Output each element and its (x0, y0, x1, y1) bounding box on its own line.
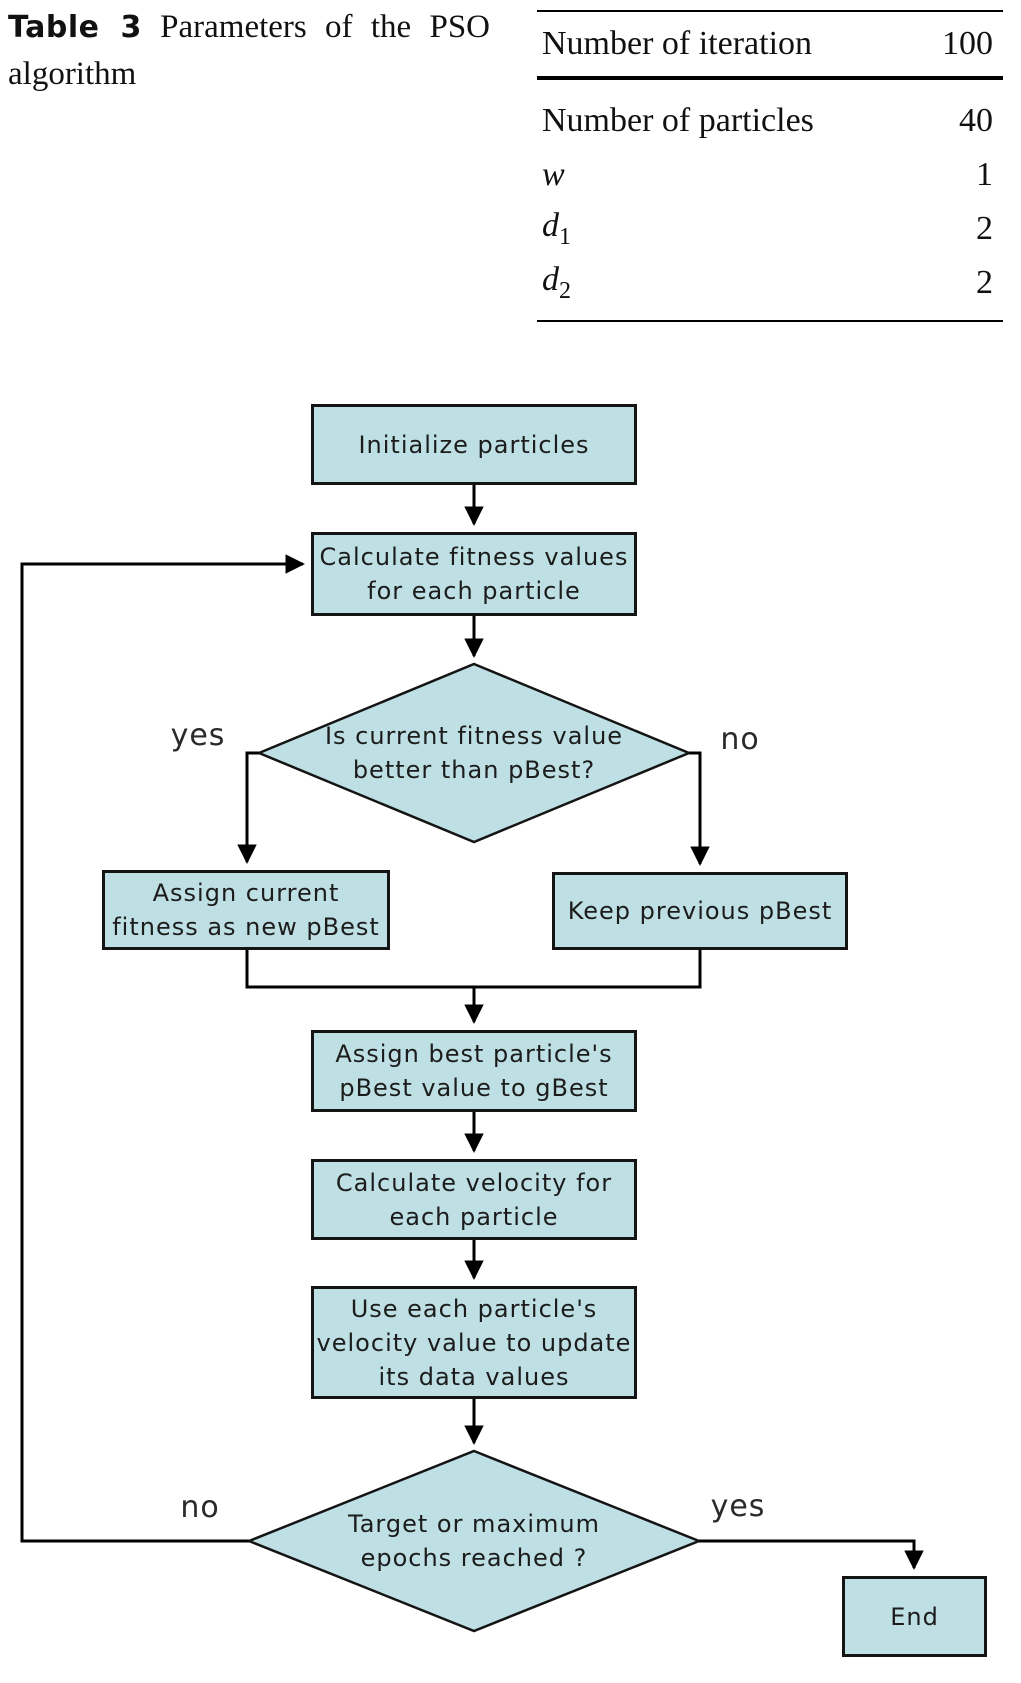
table-caption-label: Table 3 (8, 10, 142, 45)
label-pbest-no: no (720, 722, 760, 757)
node-calculate-fitness: Calculate fitness values for each partic… (311, 532, 637, 616)
connector-loop-back (20, 554, 305, 1543)
connector-yes-to-assign-current (237, 751, 259, 864)
table-caption-text: Parameters of the PSO algorithm (8, 9, 491, 92)
table-row: d2 2 (537, 256, 1003, 310)
table-caption: Table 3 Parameters of the PSO algorithm (8, 4, 490, 98)
table-value: 2 (976, 210, 993, 247)
decision-diamond-pbest (255, 662, 693, 844)
node-assign-gbest: Assign best particle's pBest value to gB… (311, 1030, 637, 1112)
table-row: w 1 (537, 148, 1003, 202)
table-param: Number of particles (542, 102, 814, 139)
node-keep-previous-pbest: Keep previous pBest (552, 872, 848, 950)
table-rule-mid (537, 76, 1003, 80)
decision-pbest-text: Is current fitness value better than pBe… (324, 722, 624, 784)
table-param: w (542, 156, 565, 193)
table-value: 100 (942, 25, 993, 62)
table-rule-top (537, 10, 1003, 12)
label-target-no: no (180, 1490, 220, 1525)
table-value: 1 (976, 156, 993, 193)
table-body: Number of particles 40 w 1 d1 2 d2 2 (537, 80, 1003, 320)
table-row: Number of particles 40 (537, 94, 1003, 148)
table-rule-bottom (537, 320, 1003, 322)
label-target-yes: yes (710, 1489, 766, 1524)
node-end: End (842, 1576, 987, 1657)
connector-merge (245, 950, 702, 989)
table-value: 40 (959, 102, 993, 139)
node-assign-current-pbest: Assign current fitness as new pBest (102, 870, 390, 950)
table-param: d1 (542, 207, 571, 250)
table-param: d2 (542, 261, 571, 304)
table-row: d1 2 (537, 202, 1003, 256)
connector-no-to-keep-previous (689, 751, 710, 866)
table-value: 2 (976, 264, 993, 301)
parameters-table: Number of iteration 100 Number of partic… (537, 0, 1003, 322)
table-row: Number of iteration 100 (537, 12, 1003, 76)
connector-yes-to-end (699, 1539, 924, 1570)
node-update-data-values: Use each particle's velocity value to up… (311, 1286, 637, 1399)
table-param: Number of iteration (542, 25, 813, 62)
label-pbest-yes: yes (170, 718, 226, 753)
decision-diamond-target (245, 1449, 703, 1633)
decision-target-text: Target or maximum epochs reached ? (348, 1510, 600, 1572)
node-initialize-particles: Initialize particles (311, 404, 637, 485)
node-calculate-velocity: Calculate velocity for each particle (311, 1159, 637, 1240)
